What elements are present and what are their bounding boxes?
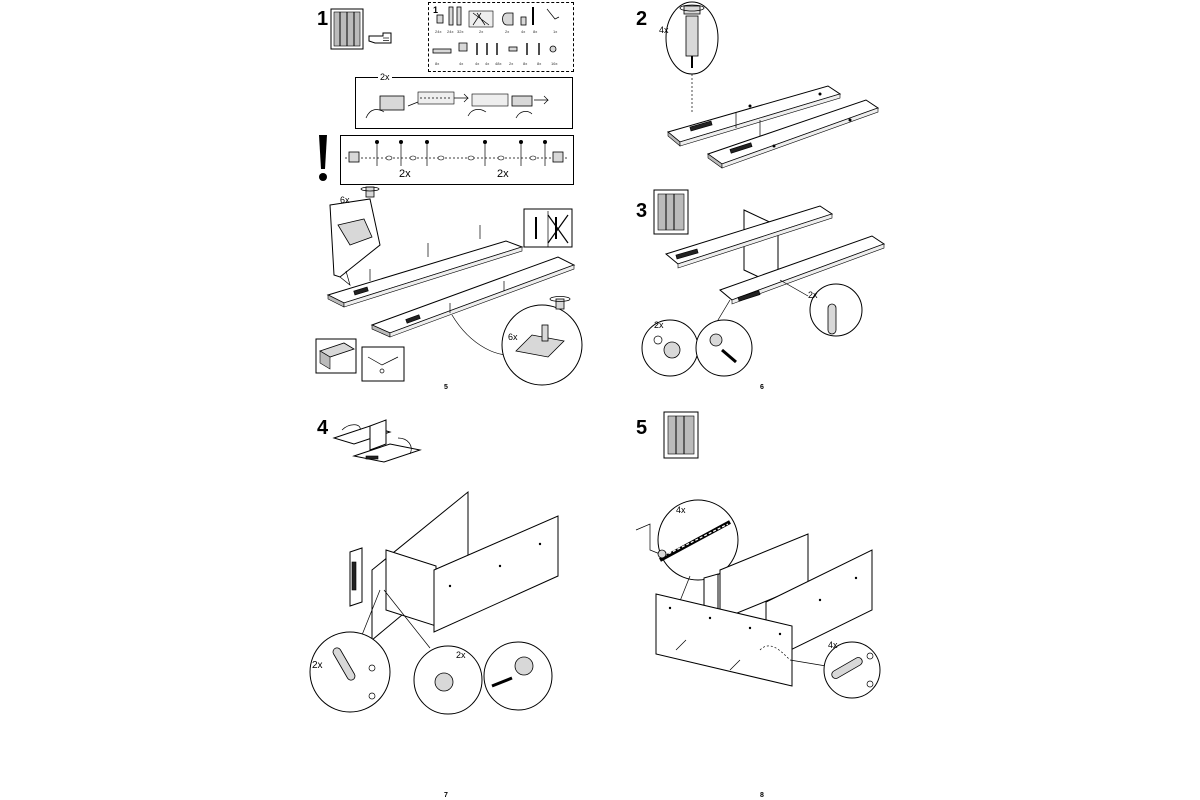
wardrobe-thumbnail-icon [330, 8, 364, 50]
alignment-strip-illustration [345, 140, 569, 166]
part-count: 2x [509, 61, 514, 66]
step-number-3: 3 [636, 200, 648, 222]
step-number-5: 5 [636, 417, 648, 439]
dowel-callout-multiplier: 2x [312, 660, 323, 671]
parts-box-step: 1 [433, 5, 439, 15]
part-count: 8x [435, 61, 440, 66]
part-count: 2x [479, 29, 484, 34]
pointing-hand-icon [368, 32, 392, 44]
step4-frame-illustration [309, 490, 559, 715]
warning-exclamation-icon [319, 135, 327, 181]
part-count: 8x [523, 61, 528, 66]
page-number: 6 [760, 384, 764, 391]
page-number: 5 [444, 384, 448, 391]
cam-callout-multiplier: 2x [456, 650, 466, 660]
cam-callout-multiplier: 4x [659, 25, 669, 35]
step5-frame-illustration [635, 499, 881, 699]
wardrobe-thumbnail-icon [663, 411, 699, 459]
step3-right-multiplier: 2x [808, 290, 818, 300]
screw-callout-multiplier: 6x [340, 195, 350, 205]
warning-right-multiplier: 2x [497, 168, 509, 180]
hinge-mounting-illustration [365, 91, 549, 119]
part-count: 4x [459, 61, 464, 66]
screw-callout-multiplier: 4x [676, 505, 686, 515]
part-count: 32x [457, 29, 464, 34]
hinge-sequence-box: 2x [355, 72, 573, 129]
step1-panels-illustration [315, 186, 583, 386]
step2-cam-fittings-illustration [665, 1, 880, 169]
step-number-2: 2 [636, 8, 648, 30]
hinge-alignment-box: 2x 2x [340, 135, 574, 185]
hinge-callout-multiplier: 6x [508, 332, 518, 342]
part-count: 8x [537, 61, 542, 66]
part-count: 8x [533, 29, 538, 34]
dowel-callout-multiplier: 4x [828, 640, 838, 650]
part-count: 24x [435, 29, 442, 34]
rotate-panels-icon [332, 419, 422, 463]
part-count: 24x [447, 29, 454, 34]
hinge-multiplier: 2x [378, 72, 392, 82]
step-number-4: 4 [317, 417, 329, 439]
warning-left-multiplier: 2x [399, 168, 411, 180]
part-count: 4x [485, 61, 490, 66]
page-number: 8 [760, 792, 764, 799]
page-number: 7 [444, 792, 448, 799]
part-count: 4x [521, 29, 526, 34]
parts-box: 1 24x 24x 32x 2x 2x 4x 8x 1x 8x 4x 4x 4x… [428, 2, 574, 72]
part-count: 1x [553, 29, 558, 34]
part-count: 48x [495, 61, 502, 66]
hardware-parts-icon [432, 6, 560, 55]
part-count: 16x [551, 61, 558, 66]
part-count: 2x [505, 29, 510, 34]
part-count: 4x [475, 61, 480, 66]
step3-left-multiplier: 2x [654, 320, 664, 330]
step3-assembly-illustration [641, 205, 886, 377]
wardrobe-thumbnail-icon [653, 189, 689, 235]
step-number-1: 1 [317, 8, 329, 30]
